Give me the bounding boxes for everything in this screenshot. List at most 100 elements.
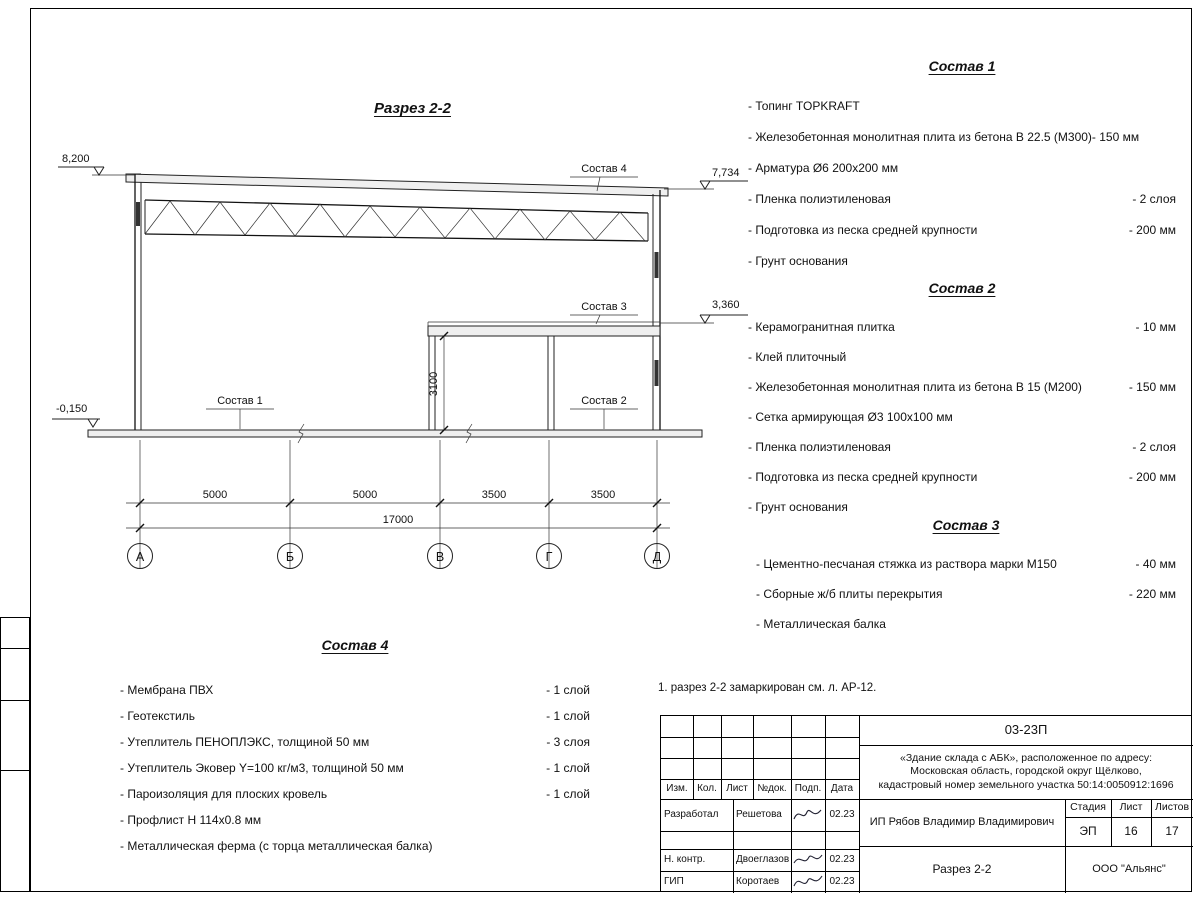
list-item: - Пленка полиэтиленовая- 2 слоя bbox=[748, 191, 1176, 206]
left-wall bbox=[134, 174, 142, 430]
client-name: ИП Рябов Владимир Владимирович bbox=[869, 815, 1055, 828]
company-name: ООО "Альянс" bbox=[1092, 862, 1166, 875]
document-number: 03-23П bbox=[1004, 722, 1048, 738]
col-header: Дата bbox=[830, 782, 854, 794]
list-item: - Топинг TOPKRAFT bbox=[748, 98, 860, 113]
svg-text:3100: 3100 bbox=[428, 372, 440, 396]
stage-label: Стадия bbox=[1070, 801, 1106, 814]
section-view-svg: 8,200 7,734 3,360 -0,150 Состав 4 Состав… bbox=[52, 153, 748, 569]
svg-text:В: В bbox=[436, 550, 444, 564]
list-item: - Утеплитель Эковер Y=100 кг/м3, толщино… bbox=[120, 761, 590, 775]
signature-scribble bbox=[791, 871, 825, 893]
list-item: - Железобетонная монолитная плита из бет… bbox=[748, 380, 1176, 394]
svg-text:5000: 5000 bbox=[203, 489, 227, 501]
dimension-run-total: 17000 bbox=[126, 514, 670, 533]
callout-comp3: Состав 3 bbox=[570, 301, 638, 325]
axis-bubbles: А Б В Г Д bbox=[127, 543, 670, 569]
svg-text:Б: Б bbox=[286, 550, 294, 564]
elevation-mark-floor: -0,150 bbox=[52, 403, 100, 428]
composition-2: Состав 2 - Керамогранитная плитка- 10 мм… bbox=[748, 280, 1176, 522]
dimension-run-segments: 5000 5000 3500 3500 bbox=[126, 489, 670, 508]
svg-text:Состав 2: Состав 2 bbox=[581, 395, 627, 407]
composition-1-title: Состав 1 bbox=[928, 58, 996, 74]
svg-text:5000: 5000 bbox=[353, 489, 377, 501]
list-item: - Утеплитель ПЕНОПЛЭКС, толщиной 50 мм- … bbox=[120, 735, 590, 749]
list-item: - Геотекстиль- 1 слой bbox=[120, 709, 590, 723]
composition-3-title: Состав 3 bbox=[932, 517, 1000, 533]
callout-comp1: Состав 1 bbox=[206, 395, 274, 429]
list-item: - Керамогранитная плитка- 10 мм bbox=[748, 320, 1176, 334]
composition-2-title: Состав 2 bbox=[928, 280, 996, 296]
row-role: Н. контр. bbox=[664, 853, 706, 865]
floor-slab bbox=[87, 423, 703, 444]
elevation-value: 8,200 bbox=[62, 153, 90, 165]
filing-box bbox=[0, 770, 30, 892]
row-role: Разработал bbox=[664, 808, 719, 820]
composition-1: Состав 1 - Топинг TOPKRAFT - Железобетон… bbox=[748, 58, 1176, 276]
mezzanine-slab bbox=[427, 321, 661, 337]
signature-scribble bbox=[791, 849, 825, 871]
callout-comp2: Состав 2 bbox=[570, 395, 638, 429]
elevation-mark-top-left: 8,200 bbox=[58, 153, 135, 176]
extension-lines bbox=[139, 440, 658, 568]
svg-text:Состав 1: Состав 1 bbox=[217, 395, 263, 407]
elevation-value: 7,734 bbox=[712, 167, 740, 179]
row-name: Двоеглазов bbox=[736, 853, 790, 865]
list-item: - Клей плиточный bbox=[748, 350, 847, 364]
sheets-total: 17 bbox=[1165, 824, 1179, 838]
list-item: - Грунт основания bbox=[748, 500, 848, 514]
svg-text:Состав 3: Состав 3 bbox=[581, 301, 627, 313]
title-block: Изм. Кол. Лист №док. Подп. Дата Разработ… bbox=[660, 715, 1193, 893]
mezzanine-columns bbox=[428, 336, 555, 430]
col-header: Подп. bbox=[794, 782, 822, 794]
composition-4-title: Состав 4 bbox=[321, 637, 389, 653]
roof-truss-icon bbox=[144, 199, 649, 242]
list-item: - Подготовка из песка средней крупности-… bbox=[748, 222, 1176, 237]
list-item: - Цементно-песчаная стяжка из раствора м… bbox=[756, 557, 1176, 571]
elevation-value: -0,150 bbox=[56, 403, 87, 415]
object-description: «Здание склада с АБК», расположенное по … bbox=[878, 752, 1174, 791]
row-date: 02.23 bbox=[829, 853, 855, 865]
filing-box bbox=[0, 700, 30, 771]
col-header: Изм. bbox=[666, 782, 688, 794]
sheet-note: 1. разрез 2-2 замаркирован см. л. АР-12. bbox=[658, 682, 877, 694]
svg-text:Д: Д bbox=[653, 550, 662, 564]
filing-box bbox=[0, 617, 30, 649]
col-header: №док. bbox=[757, 782, 787, 794]
svg-text:3500: 3500 bbox=[482, 489, 506, 501]
roof-slab bbox=[125, 173, 669, 197]
row-date: 02.23 bbox=[829, 808, 855, 820]
list-item: - Грунт основания bbox=[748, 253, 848, 268]
composition-4: Состав 4 - Мембрана ПВХ- 1 слой - Геотек… bbox=[120, 637, 590, 859]
list-item: - Пленка полиэтиленовая- 2 слоя bbox=[748, 440, 1176, 454]
list-item: - Мембрана ПВХ- 1 слой bbox=[120, 683, 590, 697]
svg-text:Г: Г bbox=[546, 550, 553, 564]
svg-text:3500: 3500 bbox=[591, 489, 615, 501]
elevation-mark-top-right: 7,734 bbox=[664, 167, 748, 190]
svg-text:А: А bbox=[136, 550, 145, 564]
row-role: ГИП bbox=[664, 875, 684, 887]
right-wall bbox=[652, 190, 661, 430]
stage-value: ЭП bbox=[1079, 824, 1097, 838]
sheet-number: 16 bbox=[1124, 824, 1138, 838]
composition-3: Состав 3 - Цементно-песчаная стяжка из р… bbox=[756, 517, 1176, 639]
row-name: Коротаев bbox=[736, 875, 780, 887]
list-item: - Сетка армирующая Ø3 100х100 мм bbox=[748, 410, 953, 424]
svg-text:17000: 17000 bbox=[383, 514, 414, 526]
filing-box bbox=[0, 648, 30, 701]
drawing-name: Разрез 2-2 bbox=[932, 862, 992, 876]
drawing-title: Разрез 2-2 bbox=[373, 100, 451, 117]
elevation-mark-mezzanine: 3,360 bbox=[660, 299, 748, 324]
row-date: 02.23 bbox=[829, 875, 855, 887]
list-item: - Пароизоляция для плоских кровель- 1 сл… bbox=[120, 787, 590, 801]
list-item: - Железобетонная монолитная плита из бет… bbox=[748, 129, 1140, 144]
elevation-value: 3,360 bbox=[712, 299, 740, 311]
sheet-label: Лист bbox=[1119, 801, 1143, 814]
list-item: - Металлическая балка bbox=[756, 617, 886, 631]
sheet-frame bbox=[30, 8, 1192, 892]
list-item: - Профлист Н 114х0.8 мм bbox=[120, 813, 262, 827]
list-item: - Металлическая ферма (с торца металличе… bbox=[120, 839, 433, 853]
row-name: Решетова bbox=[736, 808, 782, 820]
sheets-label: Листов bbox=[1154, 801, 1190, 814]
